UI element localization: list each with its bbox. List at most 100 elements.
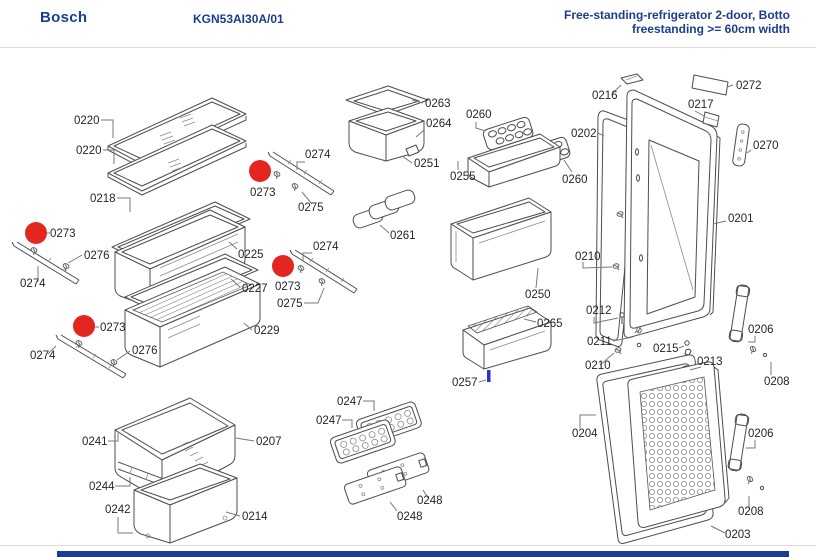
part-label-0250[interactable]: 0250 xyxy=(525,289,551,301)
part-label-0274-c[interactable]: 0274 xyxy=(305,149,331,161)
part-label-0260-b[interactable]: 0260 xyxy=(562,174,588,186)
part-label-0247-a[interactable]: 0247 xyxy=(337,396,363,408)
drawing-box-0264 xyxy=(348,107,425,162)
highlight-circle-0273-d[interactable] xyxy=(272,255,294,277)
part-label-0261[interactable]: 0261 xyxy=(390,230,416,242)
drawing-rail-0274-mid-top xyxy=(267,151,335,196)
part-label-0275-b[interactable]: 0275 xyxy=(277,298,303,310)
drawing-egg-tray-0261 xyxy=(352,189,416,229)
part-label-0203[interactable]: 0203 xyxy=(725,529,751,541)
drawing-door-shelf-0250 xyxy=(450,197,552,281)
screw-0208-b xyxy=(744,474,755,485)
part-label-0273-a[interactable]: 0273 xyxy=(50,228,76,240)
drawing-ice-tray-lid-0248-b xyxy=(343,466,407,505)
part-label-0241[interactable]: 0241 xyxy=(82,436,108,448)
part-label-0220-b[interactable]: 0220 xyxy=(76,145,102,157)
part-label-0275-a[interactable]: 0275 xyxy=(298,202,324,214)
model-number: KGN53AI30A/01 xyxy=(193,12,284,26)
part-label-0216[interactable]: 0216 xyxy=(592,90,618,102)
drawing-door-gasket-0204 xyxy=(596,354,714,544)
part-label-0225[interactable]: 0225 xyxy=(238,249,264,261)
part-label-0215[interactable]: 0215 xyxy=(653,343,679,355)
drawing-handle-0206-lower xyxy=(727,413,750,472)
part-label-0220-a[interactable]: 0220 xyxy=(74,115,100,127)
drawing-part-0215 xyxy=(684,340,692,356)
part-label-0212[interactable]: 0212 xyxy=(586,305,612,317)
part-label-0270[interactable]: 0270 xyxy=(753,140,779,152)
screw-0210-a xyxy=(616,210,625,220)
part-label-0214[interactable]: 0214 xyxy=(242,511,268,523)
screw-0208-a xyxy=(747,344,758,355)
part-label-0229[interactable]: 0229 xyxy=(254,325,280,337)
part-label-0272[interactable]: 0272 xyxy=(736,80,762,92)
part-label-0260-a[interactable]: 0260 xyxy=(466,109,492,121)
screw-0275-b xyxy=(316,277,327,287)
part-label-0244[interactable]: 0244 xyxy=(89,481,115,493)
drawing-part-0217 xyxy=(702,111,720,128)
highlight-circle-0273-b[interactable] xyxy=(73,315,95,337)
part-label-0227[interactable]: 0227 xyxy=(242,283,268,295)
part-label-0264[interactable]: 0264 xyxy=(426,118,452,130)
part-label-0217[interactable]: 0217 xyxy=(688,99,714,111)
highlight-circle-0273-c[interactable] xyxy=(249,160,271,182)
part-label-0263[interactable]: 0263 xyxy=(425,98,451,110)
product-description-line1: Free-standing-refrigerator 2-door, Botto xyxy=(563,8,790,22)
part-label-0273-d[interactable]: 0273 xyxy=(275,281,301,293)
highlighted-clip-0257[interactable] xyxy=(487,370,491,382)
drawing-door-bin-0265 xyxy=(462,305,552,370)
part-label-0273-b[interactable]: 0273 xyxy=(100,322,126,334)
part-label-0206-a[interactable]: 0206 xyxy=(748,324,774,336)
part-label-0204[interactable]: 0204 xyxy=(572,428,598,440)
drawing-handle-strip-0270 xyxy=(732,123,750,167)
drawing-rail-0274-left-bottom xyxy=(55,334,127,379)
washer-0211 xyxy=(636,342,642,348)
part-label-0257[interactable]: 0257 xyxy=(452,377,478,389)
part-label-0276-a[interactable]: 0276 xyxy=(84,250,110,262)
drawing-egg-insert-0260-a xyxy=(482,116,534,151)
part-label-0208-b[interactable]: 0208 xyxy=(738,506,764,518)
part-label-0255[interactable]: 0255 xyxy=(450,171,476,183)
part-label-0274-a[interactable]: 0274 xyxy=(20,278,46,290)
part-label-0248-a[interactable]: 0248 xyxy=(417,495,443,507)
drawing-handle-0206-upper xyxy=(728,284,751,343)
drawing-grommet-0212 xyxy=(619,312,625,324)
drawing-frame-0263 xyxy=(345,85,429,116)
drawing-shelf-0220-top xyxy=(107,97,247,169)
part-label-0211[interactable]: 0211 xyxy=(587,336,612,348)
drawing-box-0242 xyxy=(133,463,238,544)
part-label-0247-b[interactable]: 0247 xyxy=(316,415,342,427)
drawing-drawer-0229 xyxy=(124,266,261,368)
part-label-0206-b[interactable]: 0206 xyxy=(748,428,774,440)
part-label-0276-b[interactable]: 0276 xyxy=(132,345,158,357)
part-label-0274-b[interactable]: 0274 xyxy=(30,350,56,362)
highlight-circle-0273-a[interactable] xyxy=(25,222,47,244)
leader-lines xyxy=(37,84,772,534)
part-label-0207[interactable]: 0207 xyxy=(256,436,282,448)
part-label-0202[interactable]: 0202 xyxy=(571,128,597,140)
drawing-plate-0272 xyxy=(691,74,729,96)
drawing-ice-tray-0247-b xyxy=(329,419,396,464)
drawing-shelf-0220-bottom xyxy=(107,124,247,196)
header-divider xyxy=(0,47,816,48)
part-label-0218[interactable]: 0218 xyxy=(90,193,116,205)
product-description: Free-standing-refrigerator 2-door, Botto… xyxy=(564,8,790,36)
footer-accent-bar xyxy=(57,551,789,557)
screw-0273-c xyxy=(271,170,282,180)
part-label-0201[interactable]: 0201 xyxy=(728,213,754,225)
washer-0208-a xyxy=(762,352,768,358)
part-label-0210-a[interactable]: 0210 xyxy=(575,251,601,263)
footer-divider xyxy=(0,545,816,546)
drawing-freezer-door-0203 xyxy=(627,361,730,528)
part-label-0251[interactable]: 0251 xyxy=(414,158,440,170)
part-label-0210-b[interactable]: 0210 xyxy=(585,360,611,372)
screw-0273-d xyxy=(295,264,306,274)
screw-0210-c xyxy=(614,346,623,356)
part-label-0242[interactable]: 0242 xyxy=(105,504,131,516)
part-label-0248-b[interactable]: 0248 xyxy=(397,511,423,523)
part-label-0208-a[interactable]: 0208 xyxy=(764,376,790,388)
part-label-0213[interactable]: 0213 xyxy=(697,356,723,368)
part-label-0265[interactable]: 0265 xyxy=(537,318,563,330)
part-label-0274-d[interactable]: 0274 xyxy=(313,241,339,253)
part-label-0273-c[interactable]: 0273 xyxy=(250,187,276,199)
product-description-line2: freestanding >= 60cm width xyxy=(631,22,790,36)
